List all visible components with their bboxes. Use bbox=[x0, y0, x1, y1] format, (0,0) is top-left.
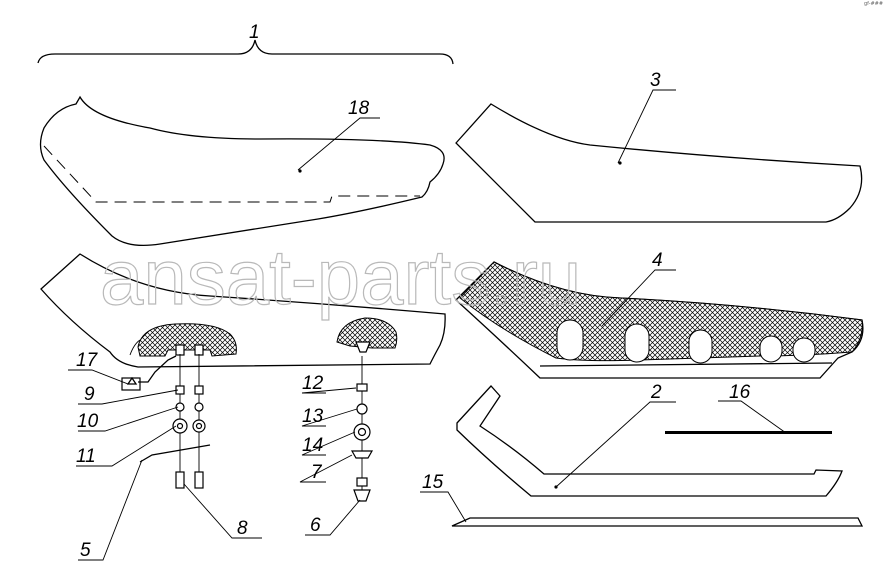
callout-16: 16 bbox=[729, 382, 751, 403]
callout-12: 12 bbox=[302, 373, 324, 394]
callout-5: 5 bbox=[80, 540, 91, 561]
callout-18: 18 bbox=[348, 98, 370, 119]
hardware-right bbox=[350, 356, 374, 502]
base-plate bbox=[451, 517, 864, 527]
callout-7: 7 bbox=[311, 462, 323, 483]
callout-6: 6 bbox=[310, 515, 321, 536]
callout-3: 3 bbox=[650, 70, 661, 91]
callout-17: 17 bbox=[76, 350, 99, 371]
callout-10: 10 bbox=[77, 411, 99, 432]
seat-base bbox=[455, 261, 864, 379]
watermark: ansat-parts.ru bbox=[100, 233, 581, 321]
callout-15: 15 bbox=[422, 472, 444, 493]
callout-8: 8 bbox=[237, 518, 248, 539]
assembly-brace bbox=[37, 39, 454, 65]
leader-lines bbox=[68, 89, 787, 561]
hardware-left bbox=[121, 354, 211, 489]
callout-11: 11 bbox=[76, 446, 96, 467]
mount-boss-left bbox=[137, 323, 237, 357]
mount-boss-right bbox=[336, 317, 398, 349]
callout-13: 13 bbox=[302, 406, 324, 427]
corner-mark: gf-### bbox=[864, 1, 883, 7]
seat-assembly bbox=[40, 253, 446, 368]
callout-1: 1 bbox=[249, 22, 260, 43]
callout-9: 9 bbox=[84, 384, 95, 405]
callout-2: 2 bbox=[650, 382, 662, 403]
seat-foam bbox=[455, 103, 863, 223]
seat-frame bbox=[456, 385, 843, 497]
callout-14: 14 bbox=[302, 435, 323, 456]
callout-4: 4 bbox=[652, 250, 663, 271]
seat-cover bbox=[39, 95, 445, 247]
trim-strip bbox=[665, 431, 832, 434]
callouts: 1 18 3 4 2 16 15 17 9 10 11 5 8 12 13 14… bbox=[76, 22, 751, 561]
